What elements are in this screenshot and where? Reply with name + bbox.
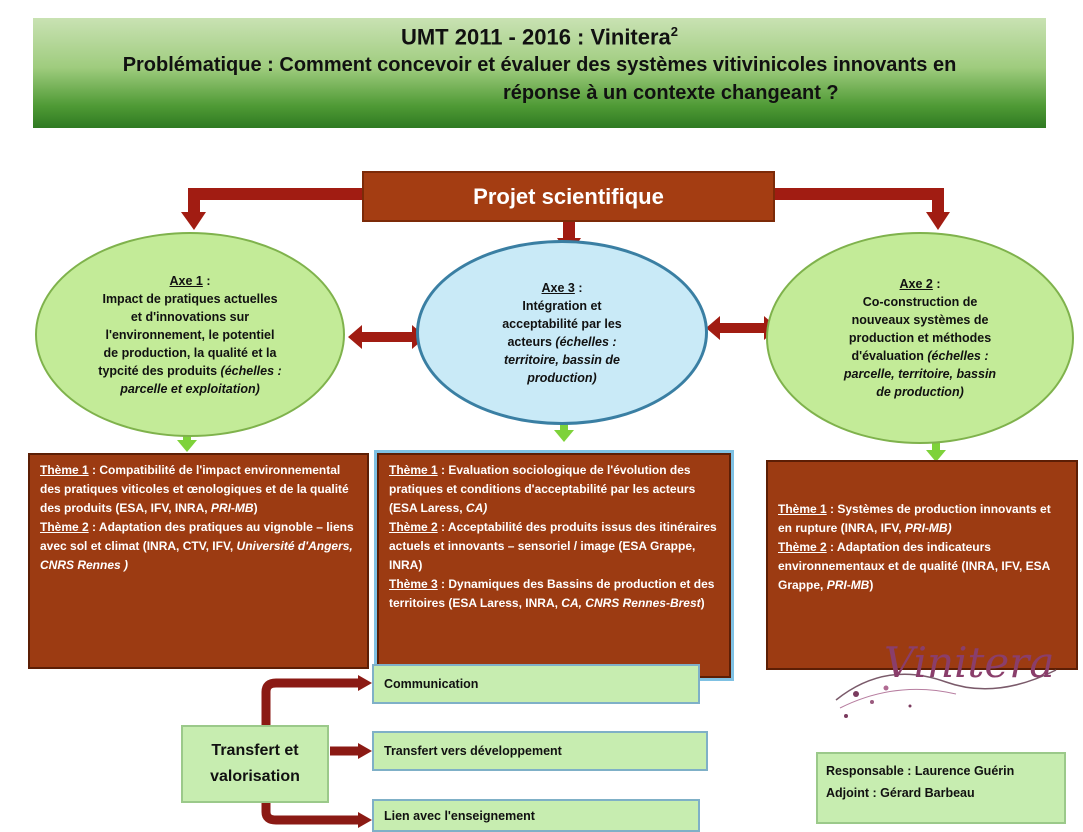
bracket-top [261, 678, 360, 730]
theme-italic: Université d'Angers, CNRS Rennes ) [40, 539, 353, 572]
arrow-to-transfert [358, 743, 372, 759]
axe2-line: production et méthodes [848, 331, 992, 345]
theme-italic: CA) [465, 501, 488, 515]
axe2-line: d'évaluation [851, 349, 928, 363]
enseignement-box: Lien avec l'enseignement [372, 799, 700, 832]
theme-text: : Dynamiques des Bassins de production e… [389, 577, 715, 610]
axe2-italic: de production) [876, 385, 964, 399]
axe3-italic: territoire, bassin de [503, 352, 620, 367]
page-title: UMT 2011 - 2016 : Vinitera2 [400, 24, 679, 50]
theme-label: Thème 1 [389, 463, 438, 477]
green-arrow-left [177, 440, 197, 452]
theme-text: : Systèmes de production innovants et en… [778, 502, 1051, 535]
theme-label: Thème 2 [389, 520, 438, 534]
axe1-ellipse: Axe 1 : Impact de pratiques actuelles et… [35, 232, 345, 437]
projet-scientifique-box: Projet scientifique [362, 171, 775, 222]
communication-box: Communication [372, 664, 700, 704]
axe2-line: Co-construction de [862, 295, 978, 309]
theme-italic: PRI-MB [210, 501, 254, 515]
themes-box-axe1: Thème 1 : Compatibilité de l'impact envi… [28, 453, 369, 669]
axe1-italic: (échelles : [220, 363, 282, 378]
theme-text: : Compatibilité de l'impact environnemen… [40, 463, 349, 515]
axe2-italic: (échelles : [927, 349, 989, 363]
axe3-line: acceptabilité par les [502, 316, 622, 331]
theme-text: : Evaluation sociologique de l'évolution… [389, 463, 696, 515]
transfert-label-line1: Transfert et [211, 742, 299, 759]
axe3-ellipse: Axe 3 : Intégration et acceptabilité par… [416, 240, 708, 425]
axe3-line: Intégration et [522, 298, 602, 313]
double-arrow-left [348, 325, 426, 349]
theme-text: : Adaptation des pratiques au vignoble –… [40, 520, 354, 553]
axe2-italic: parcelle, territoire, bassin [843, 367, 997, 381]
theme-text: : Adaptation des indicateurs environneme… [778, 540, 1050, 592]
theme-label: Thème 3 [389, 577, 438, 591]
header-banner: UMT 2011 - 2016 : Vinitera2 Problématiqu… [33, 18, 1046, 128]
axe3-italic: (échelles : [555, 334, 617, 349]
arrow-down-axe2 [926, 212, 950, 230]
contacts-box: Responsable : Laurence Guérin Adjoint : … [816, 752, 1066, 824]
logo-swirl-icon [835, 669, 1057, 718]
transfert-valorisation-box: Transfert et valorisation [181, 725, 329, 803]
arrow-to-communication [358, 675, 372, 691]
axe1-line: l'environnement, le potentiel [105, 327, 275, 342]
themes-box-axe2: Thème 1 : Systèmes de production innovan… [766, 460, 1078, 670]
logo-text: Vinitera [884, 638, 1055, 687]
arrow-down-axe1 [181, 212, 206, 230]
theme-italic: PRI-MB [826, 578, 870, 592]
green-arrow-center-stem [560, 420, 568, 432]
axe1-line: de production, la qualité et la [103, 345, 277, 360]
axe2-ellipse: Axe 2 : Co-construction de nouveaux syst… [766, 232, 1074, 444]
theme-label: Thème 1 [778, 502, 827, 516]
theme-italic: PRI-MB) [904, 521, 952, 535]
axe1-italic: parcelle et exploitation) [120, 381, 260, 396]
vinitera-logo: Vinitera [826, 630, 1066, 730]
adjoint: Adjoint : Gérard Barbeau [826, 786, 975, 800]
axe3-italic: production) [527, 370, 597, 385]
connector-left-horizontal [188, 188, 364, 200]
axe3-title: Axe 3 [541, 280, 575, 295]
theme-label: Thème 2 [778, 540, 827, 554]
connector-right-vertical [932, 188, 944, 215]
problem-statement-line1: Problématique : Comment concevoir et éva… [122, 54, 957, 76]
axe1-line: typcité des produits [98, 363, 221, 378]
green-arrow-center [554, 430, 574, 442]
responsable: Responsable : Laurence Guérin [826, 764, 1015, 778]
axe2-line: nouveaux systèmes de [851, 313, 989, 327]
connector-center-vertical [563, 222, 575, 242]
green-arrow-right-stem [932, 440, 940, 452]
axe1-line: et d'innovations sur [130, 309, 250, 324]
axe1-line: Impact de pratiques actuelles [102, 291, 278, 306]
transfert-developpement-box: Transfert vers développement [372, 731, 708, 771]
theme-text: : Acceptabilité des produits issus des i… [389, 520, 717, 572]
green-arrow-right [926, 450, 946, 462]
problem-statement-line2: réponse à un contexte changeant ? [503, 82, 839, 104]
axe3-line: acteurs [507, 334, 556, 349]
theme-italic: CA, CNRS Rennes-Brest [561, 596, 701, 610]
theme-label: Thème 1 [40, 463, 89, 477]
themes-box-axe3: Thème 1 : Evaluation sociologique de l'é… [374, 450, 734, 681]
connector-right-horizontal [774, 188, 944, 200]
arrow-to-enseignement [358, 812, 372, 828]
axe2-title: Axe 2 [899, 277, 933, 291]
transfert-label-line2: valorisation [210, 768, 300, 785]
bracket-bottom [261, 770, 360, 825]
connector-left-vertical [188, 188, 200, 215]
theme-label: Thème 2 [40, 520, 89, 534]
double-arrow-right [706, 316, 778, 340]
axe1-title: Axe 1 [169, 273, 203, 288]
